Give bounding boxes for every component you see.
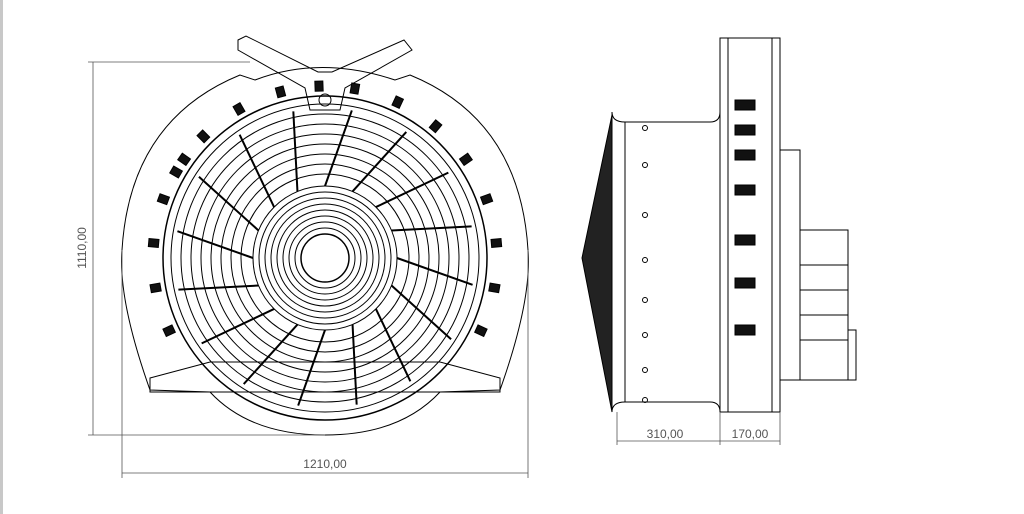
nozzles (147, 80, 503, 338)
nozzle (156, 193, 171, 206)
side-nozzle (734, 124, 756, 136)
bolt (642, 212, 648, 218)
bolt (642, 162, 648, 168)
grille-ring (230, 163, 420, 353)
nozzle (490, 238, 503, 248)
grille-ring (288, 221, 362, 295)
sheet-border (0, 0, 3, 514)
grille-ring (282, 215, 368, 301)
motor-bracket (779, 149, 801, 381)
width-dimension: 1210,00 (303, 457, 347, 471)
nozzle (232, 102, 246, 117)
bolt (642, 257, 648, 263)
duct-bolts (642, 125, 648, 403)
nozzle (162, 324, 177, 338)
nozzle (488, 282, 501, 294)
grille-spokes (177, 110, 473, 406)
grille-spoke (201, 308, 275, 345)
nozzle (349, 82, 361, 95)
bolt (642, 297, 648, 303)
motor-terminal-box (847, 329, 857, 381)
grille-spoke (238, 134, 275, 208)
nozzle (169, 165, 184, 179)
rear-frame (719, 37, 781, 413)
motor-housing (799, 229, 849, 381)
mount-hole (318, 93, 332, 107)
bolt (642, 397, 648, 403)
grille-ring (252, 185, 398, 331)
nozzle (473, 324, 488, 338)
grille-ring (210, 143, 440, 373)
grille-spoke (297, 329, 326, 406)
nozzle (391, 95, 405, 110)
nozzle (458, 152, 473, 167)
cone-guard (581, 114, 613, 413)
height-dimension: 1110,00 (75, 227, 89, 269)
nozzle (147, 238, 160, 248)
grille-ring (264, 197, 386, 319)
grille-ring (240, 173, 410, 343)
nozzle (428, 119, 443, 134)
grille-ring (220, 153, 430, 363)
grille-ring (180, 113, 470, 403)
outer-ring-inner (170, 103, 480, 413)
grille-spoke (324, 110, 353, 187)
outer-ring (162, 95, 488, 421)
side-nozzle (734, 277, 756, 289)
side-nozzle (734, 99, 756, 111)
bolt (642, 367, 648, 373)
front-depth-dimension: 310,00 (647, 427, 684, 441)
dimensions (88, 61, 781, 478)
grille-ring (258, 191, 392, 325)
nozzle (274, 85, 287, 99)
grille-spoke (198, 175, 260, 232)
grille-spoke (351, 131, 408, 193)
nozzle (314, 80, 324, 92)
grille-rings (180, 113, 470, 403)
bolt (642, 125, 648, 131)
grille-spoke (292, 111, 299, 192)
grille-spoke (390, 284, 452, 341)
grille-ring (294, 227, 356, 289)
side-nozzle (734, 234, 756, 246)
front-view (121, 35, 529, 436)
side-nozzle (734, 149, 756, 161)
grille-spoke (375, 171, 449, 208)
hub-center (300, 233, 350, 283)
grille-ring (270, 203, 380, 313)
grille-spoke (375, 308, 412, 382)
bottom-bracket (149, 361, 501, 393)
grille-ring (190, 123, 460, 393)
nozzle (149, 282, 162, 294)
side-view (581, 37, 857, 413)
bolt (642, 332, 648, 338)
side-nozzle (734, 324, 756, 336)
grille-spoke (177, 230, 254, 259)
side-nozzles (734, 99, 756, 336)
grille-ring (276, 209, 374, 307)
nozzle (177, 152, 192, 167)
fan-duct (611, 111, 721, 413)
side-nozzle (734, 184, 756, 196)
grille-spoke (396, 257, 473, 286)
nozzle (479, 193, 494, 206)
housing-outline (121, 67, 529, 436)
rear-depth-dimension: 170,00 (732, 427, 769, 441)
grille-spoke (351, 324, 358, 405)
grille-ring (200, 133, 450, 383)
grille-spoke (391, 225, 472, 232)
grille-spoke (242, 323, 299, 385)
nozzle (196, 129, 211, 144)
top-mount-bracket (237, 35, 413, 111)
grille-spoke (178, 284, 259, 291)
